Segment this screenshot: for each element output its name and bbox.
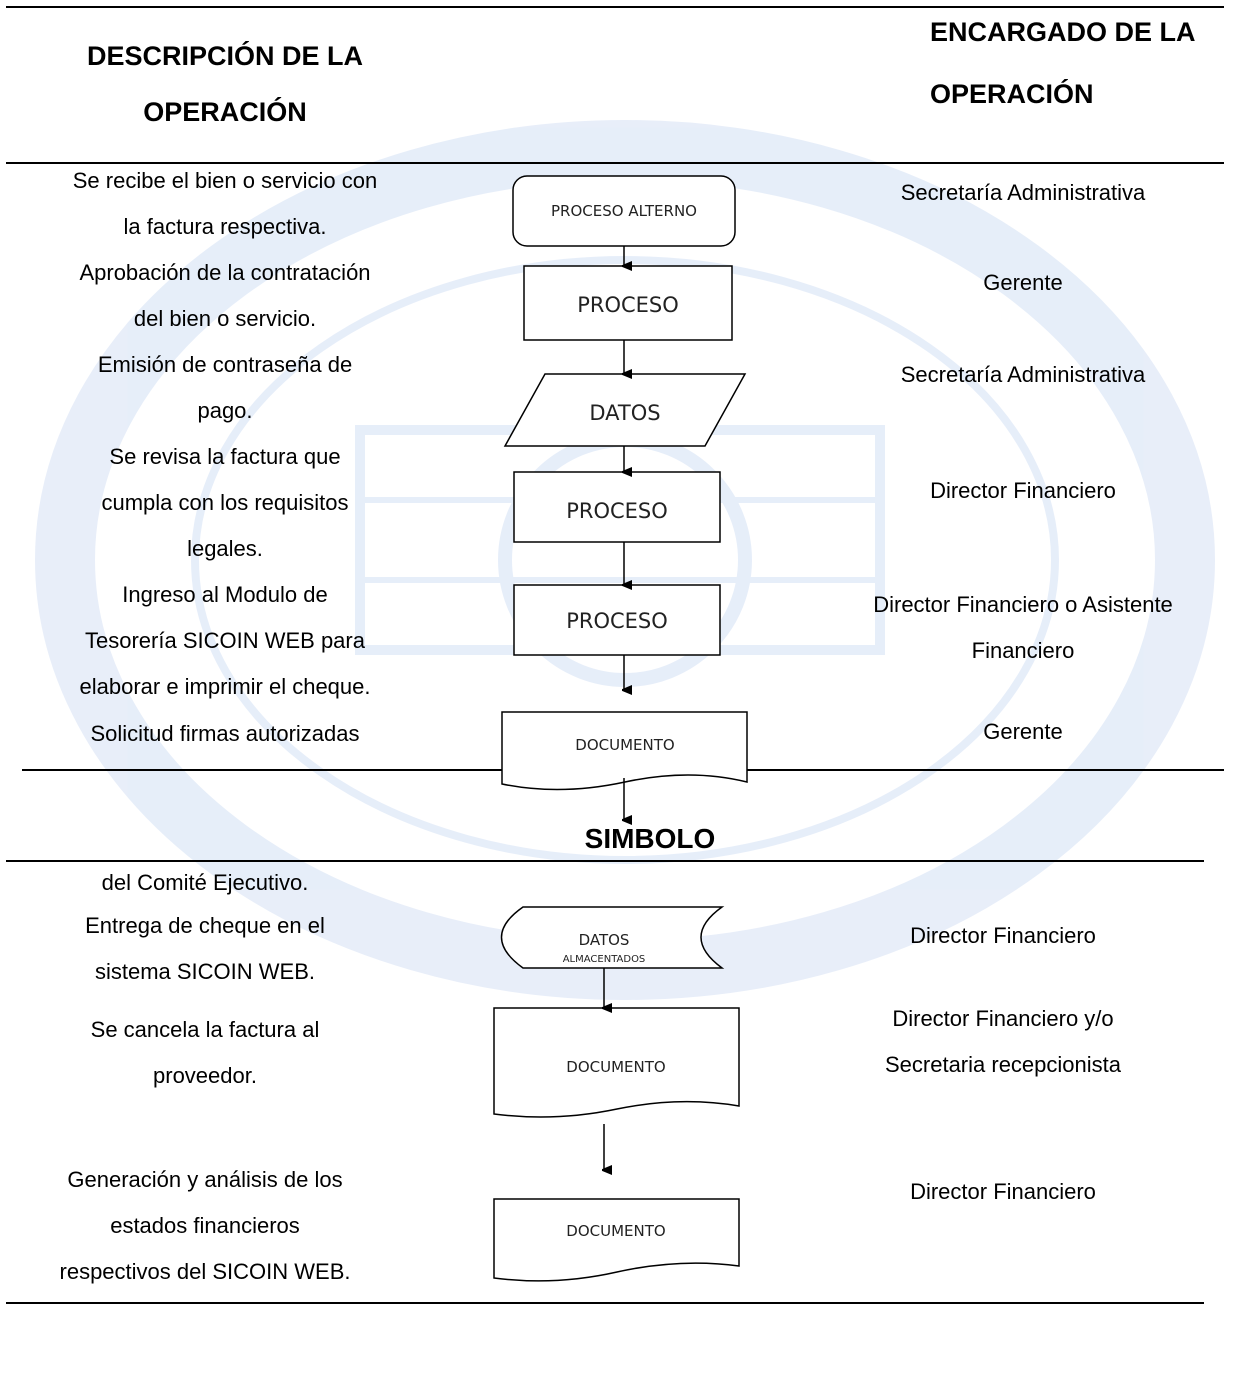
responsible-text: Secretaría Administrativa — [900, 180, 1146, 205]
description-text: Entrega de cheque en el — [85, 913, 325, 938]
responsible-row-8: Director Financiero y/o Secretaria recep… — [885, 1006, 1121, 1078]
description-row-5: Ingreso al Modulo de Tesorería SICOIN WE… — [79, 582, 370, 700]
responsible-text: Director Financiero — [930, 478, 1116, 503]
responsible-text: Gerente — [983, 270, 1063, 295]
description-text: Se revisa la factura que — [109, 444, 341, 469]
responsible-row-5: Director Financiero o Asistente Financie… — [873, 592, 1173, 664]
shape-label: PROCESO — [566, 609, 668, 633]
header-responsible-line1: ENCARGADO DE LA — [930, 17, 1196, 47]
responsible-row-9: Director Financiero — [910, 1179, 1096, 1205]
description-text: Tesorería SICOIN WEB para — [85, 628, 365, 653]
description-text: Generación y análisis de los — [67, 1167, 343, 1192]
description-row-3: Emisión de contraseña de pago. — [98, 352, 352, 424]
top-rule — [6, 6, 1224, 8]
description-text: del bien o servicio. — [133, 306, 317, 331]
responsible-text: Financiero — [971, 638, 1075, 663]
description-text: del Comité Ejecutivo. — [101, 870, 309, 895]
header-symbol: SIMBOLO — [584, 823, 716, 854]
responsible-row-6: Gerente — [983, 719, 1063, 745]
description-text: Ingreso al Modulo de — [122, 582, 328, 607]
description-text: Aprobación de la contratación — [79, 260, 371, 285]
description-row-1: Se recibe el bien o servicio con la fact… — [73, 168, 378, 240]
shape-label: DOCUMENTO — [566, 1222, 665, 1240]
header-description: DESCRIPCIÓN DE LA OPERACIÓN — [20, 40, 430, 128]
responsible-text: Gerente — [983, 719, 1063, 744]
shape-label: DATOS — [589, 401, 660, 425]
responsible-row-3: Secretaría Administrativa — [901, 362, 1146, 388]
document-shape — [493, 1198, 740, 1282]
shape-label: DOCUMENTO — [575, 736, 674, 754]
process-shape — [523, 265, 733, 341]
description-text: proveedor. — [153, 1063, 257, 1088]
description-text: pago. — [197, 398, 253, 423]
responsible-text: Director Financiero — [910, 923, 1096, 948]
responsible-row-2: Gerente — [983, 270, 1063, 296]
responsible-text: Director Financiero o Asistente — [873, 592, 1173, 617]
header-description-line2: OPERACIÓN — [143, 97, 307, 127]
description-row-8: Se cancela la factura al proveedor. — [91, 1017, 320, 1089]
header-rule — [6, 162, 1224, 164]
responsible-text: Director Financiero — [910, 1179, 1096, 1204]
process-shape — [513, 471, 721, 543]
description-text: la factura respectiva. — [123, 214, 327, 239]
description-text: cumpla con los requisitos — [101, 490, 349, 515]
description-row-7: Entrega de cheque en el sistema SICOIN W… — [85, 913, 325, 985]
bottom-rule — [6, 1302, 1204, 1304]
shape-label: DOCUMENTO — [566, 1058, 665, 1076]
responsible-text: Secretaria recepcionista — [884, 1052, 1122, 1077]
description-row-6b: del Comité Ejecutivo. — [102, 870, 309, 896]
shape-label: PROCESO — [577, 293, 679, 317]
description-text: respectivos del SICOIN WEB. — [59, 1259, 351, 1284]
header-responsible-line2: OPERACIÓN — [930, 79, 1094, 109]
document-shape — [501, 711, 748, 791]
data-shape — [503, 373, 747, 447]
document-shape — [493, 1007, 740, 1118]
shape-label: ALMACENTADOS — [563, 954, 646, 965]
description-text: Se cancela la factura al — [90, 1017, 320, 1042]
description-text: legales. — [187, 536, 263, 561]
process-shape — [513, 584, 721, 656]
section-rule-2 — [6, 860, 1204, 862]
shape-label: PROCESO ALTERNO — [551, 202, 697, 220]
description-row-6a: Solicitud firmas autorizadas — [90, 721, 359, 747]
shape-label: DATOS — [579, 931, 630, 949]
description-text: Emisión de contraseña de — [97, 352, 353, 377]
description-row-9: Generación y análisis de los estados fin… — [60, 1167, 351, 1285]
description-text: sistema SICOIN WEB. — [94, 959, 316, 984]
header-description-line1: DESCRIPCIÓN DE LA — [86, 41, 364, 71]
responsible-text: Director Financiero y/o — [892, 1006, 1114, 1031]
description-text: Solicitud firmas autorizadas — [90, 721, 360, 746]
responsible-row-7: Director Financiero — [910, 923, 1096, 949]
responsible-row-4: Director Financiero — [930, 478, 1116, 504]
responsible-text: Secretaría Administrativa — [900, 362, 1146, 387]
description-text: estados financieros — [110, 1213, 300, 1238]
stored-data-shape — [500, 906, 725, 969]
description-row-2: Aprobación de la contratación del bien o… — [79, 260, 370, 332]
description-row-4: Se revisa la factura que cumpla con los … — [101, 444, 348, 562]
shape-label: PROCESO — [566, 499, 668, 523]
description-text: elaborar e imprimir el cheque. — [79, 674, 371, 699]
description-text: Se recibe el bien o servicio con — [72, 168, 378, 193]
responsible-row-1: Secretaría Administrativa — [901, 180, 1146, 206]
header-responsible: ENCARGADO DE LA OPERACIÓN — [900, 16, 1250, 110]
